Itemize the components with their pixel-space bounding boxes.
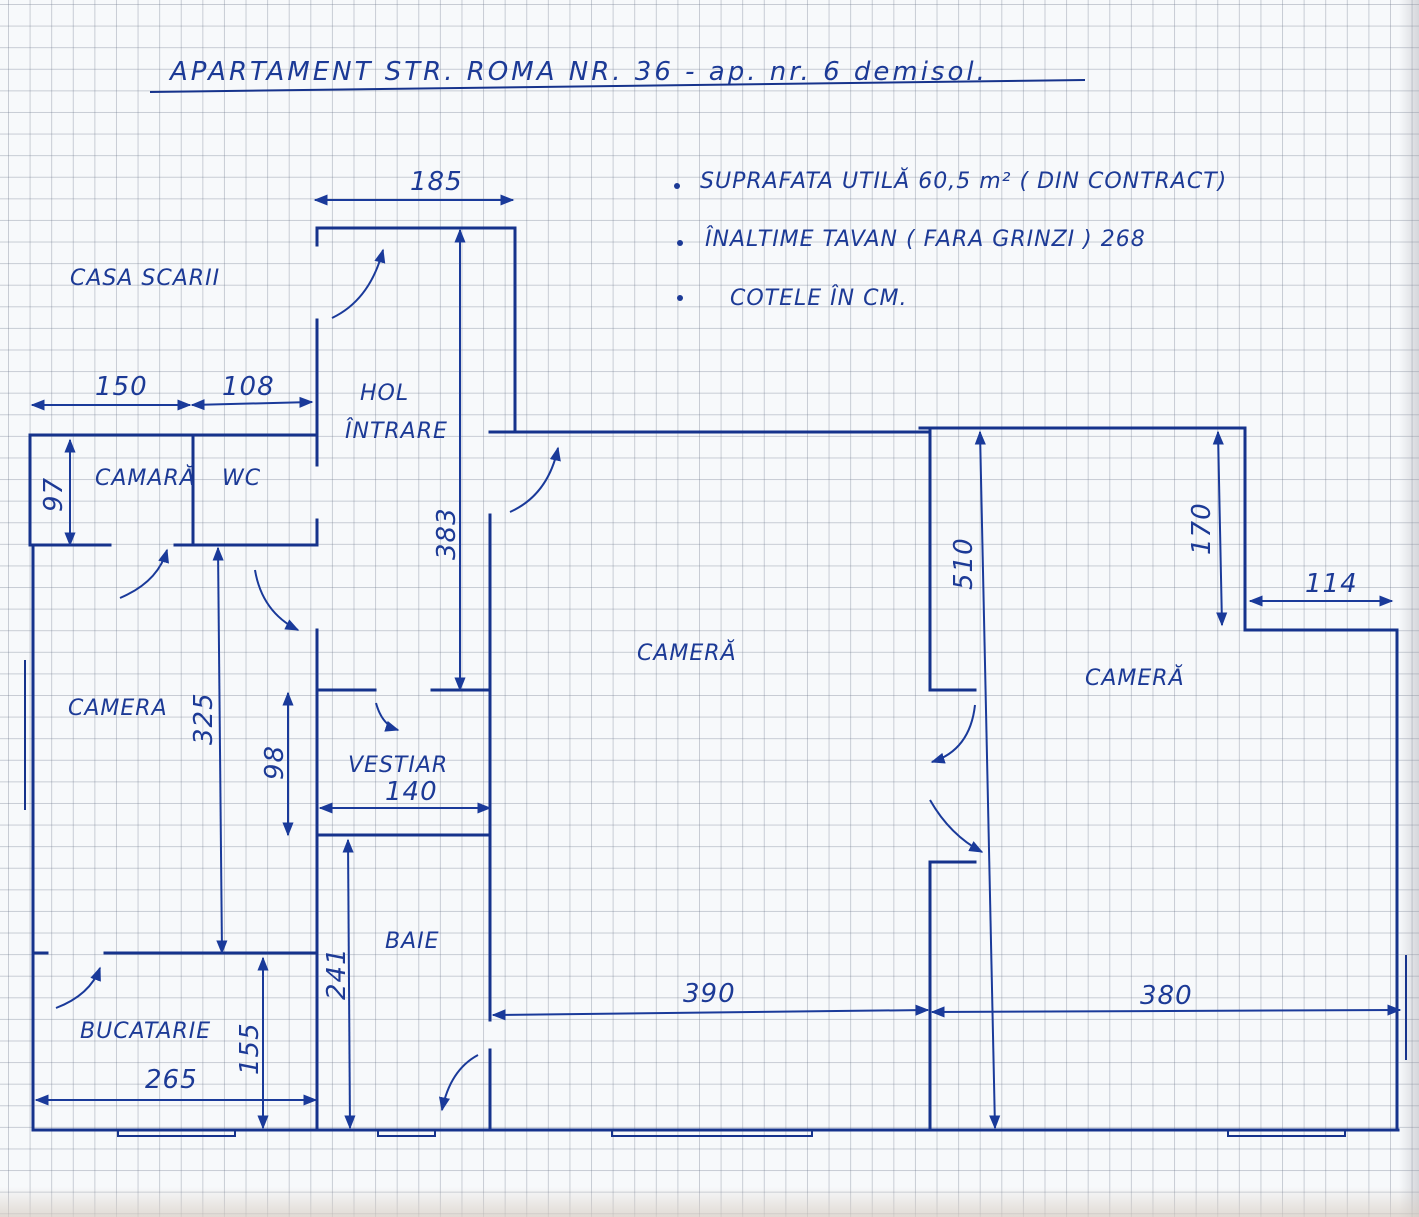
dim-camara-width: 150 xyxy=(95,372,148,402)
window-bucatarie xyxy=(117,1129,236,1137)
door-swing-icon xyxy=(438,1054,479,1112)
note-ceiling-height: ÎNALTIME TAVAN ( FARA GRINZI ) 268 xyxy=(705,226,1146,252)
note-area: SUPRAFATA UTILĂ 60,5 m² ( DIN CONTRACT) xyxy=(700,168,1227,194)
door-swing-icon xyxy=(509,446,561,513)
dim-line-camera-center-width xyxy=(491,1004,930,1021)
door-swing-icon xyxy=(331,248,386,319)
dim-line-camera-center-length xyxy=(974,430,1001,1130)
table-surface xyxy=(0,1187,1419,1217)
room-labels: CASA SCARII HOL ÎNTRARE CAMARĂ WC CAMERA… xyxy=(68,266,1185,1044)
dim-line-camera-right-width xyxy=(930,1004,1402,1018)
room-label-vestiar: VESTIAR xyxy=(348,753,448,778)
dim-line-wc-width xyxy=(190,396,314,411)
paper-edge-shadow xyxy=(1399,0,1419,1217)
room-label-wc: WC xyxy=(222,466,261,491)
title-block: APARTAMENT STR. ROMA NR. 36 - ap. nr. 6 … xyxy=(149,57,1086,93)
dim-line-camera-left-length xyxy=(212,546,228,955)
room-label-intrare: ÎNTRARE xyxy=(345,418,448,444)
walls xyxy=(24,226,1407,1137)
dim-camera-right-width: 380 xyxy=(1140,981,1193,1011)
door-swings xyxy=(55,248,984,1112)
dim-bucatarie-width: 265 xyxy=(145,1065,198,1095)
dim-camera-left-length: 325 xyxy=(189,692,219,745)
plan-title: APARTAMENT STR. ROMA NR. 36 - ap. nr. 6 … xyxy=(168,57,988,87)
notes-list: SUPRAFATA UTILĂ 60,5 m² ( DIN CONTRACT) … xyxy=(674,168,1227,311)
dim-vestiar-depth: 98 xyxy=(260,745,290,780)
room-label-camara: CAMARĂ xyxy=(95,465,196,491)
title-underline xyxy=(149,79,1086,93)
door-swing-icon xyxy=(930,704,976,764)
dim-camara-depth: 97 xyxy=(39,477,69,512)
dim-bucatarie-depth: 155 xyxy=(235,1022,265,1075)
room-label-hol: HOL xyxy=(360,381,409,406)
bullet-icon xyxy=(677,295,683,301)
dimension-labels: 185 150 108 97 383 325 98 140 241 155 26… xyxy=(39,167,1358,1095)
window-baie xyxy=(377,1129,436,1137)
dim-wc-width: 108 xyxy=(222,372,275,402)
dim-line-baie-length xyxy=(342,838,356,1130)
door-swing-icon xyxy=(929,799,984,853)
dim-camera-center-width: 390 xyxy=(683,979,736,1009)
room-label-camera-left: CAMERA xyxy=(68,696,168,721)
dim-vestiar-width: 140 xyxy=(385,777,438,807)
dim-alcove-depth: 170 xyxy=(1187,502,1217,555)
dim-baie-length: 241 xyxy=(322,947,352,1000)
dimension-lines xyxy=(30,194,1402,1130)
door-swing-icon xyxy=(119,548,169,599)
dim-alcove-width: 114 xyxy=(1305,569,1358,599)
room-label-camera-right: CAMERĂ xyxy=(1085,665,1185,691)
bullet-icon xyxy=(677,240,683,246)
door-swing-icon xyxy=(254,569,300,631)
door-swing-icon xyxy=(375,702,400,732)
window-camera-right xyxy=(1227,1129,1346,1137)
bullet-icon xyxy=(674,183,680,189)
room-label-camera-center: CAMERĂ xyxy=(637,640,737,666)
dim-line-alcove-depth xyxy=(1212,430,1228,627)
room-label-casa-scarii: CASA SCARII xyxy=(70,266,220,291)
dim-hol-length: 383 xyxy=(432,507,462,560)
note-units: COTELE ÎN CM. xyxy=(730,285,907,311)
room-label-bucatarie: BUCATARIE xyxy=(80,1019,211,1044)
dim-hol-width: 185 xyxy=(410,167,463,197)
room-label-baie: BAIE xyxy=(385,929,440,954)
dim-camera-center-length: 510 xyxy=(949,537,979,590)
window-camera-center xyxy=(611,1129,813,1137)
door-swing-icon xyxy=(55,966,101,1009)
